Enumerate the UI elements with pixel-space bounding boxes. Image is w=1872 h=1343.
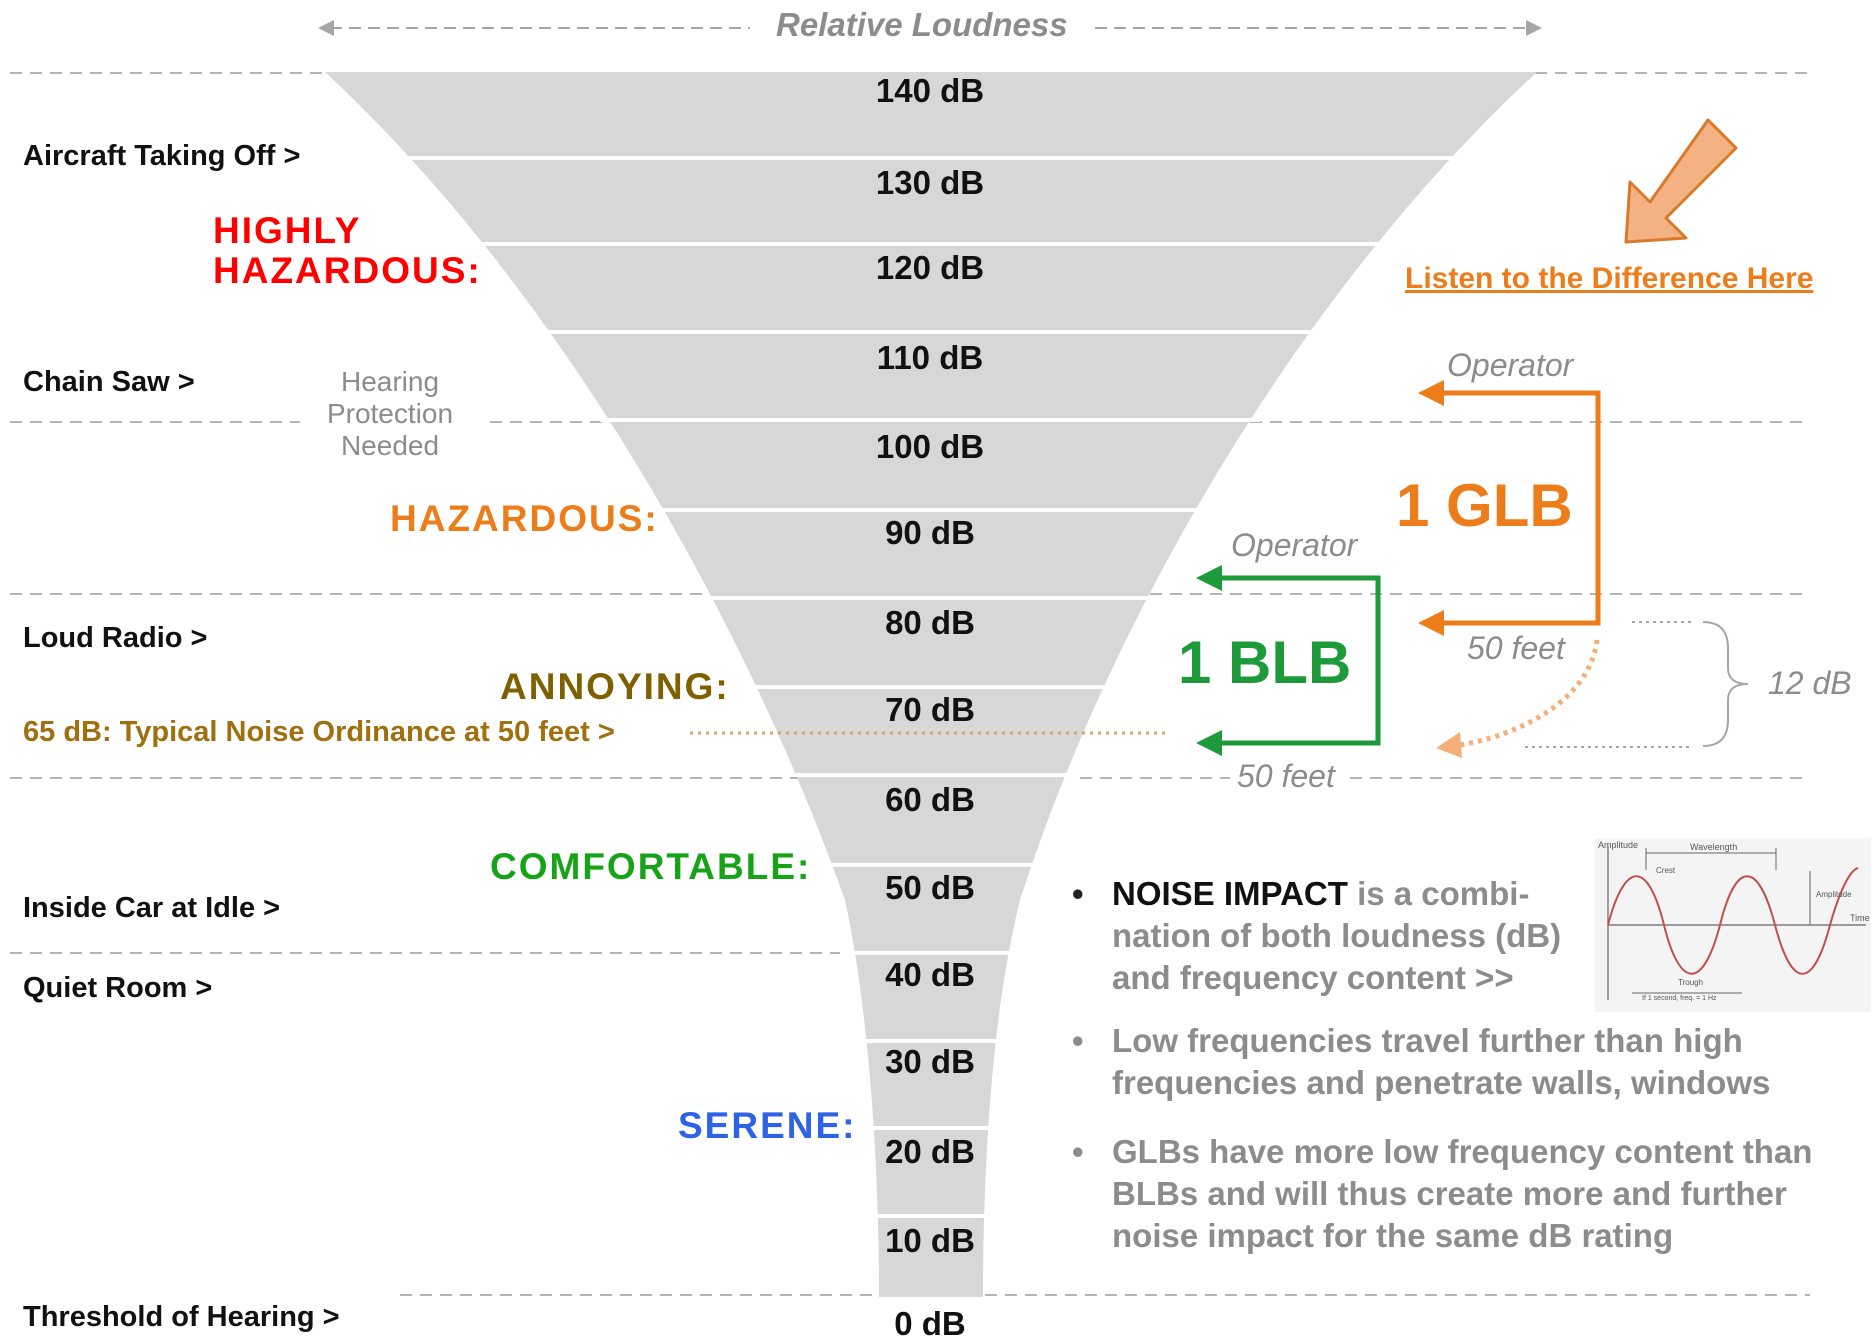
bullet-dot: • — [1072, 1022, 1084, 1059]
glb-operator-label: Operator — [1447, 347, 1574, 383]
db-level-140: 140 dB — [875, 72, 985, 109]
blb-label: 1 BLB — [1178, 629, 1352, 696]
noise-ordinance-label: 65 dB: Typical Noise Ordinance at 50 fee… — [23, 716, 615, 748]
difference-label: 12 dB — [1768, 665, 1852, 701]
waveform-graphic — [1595, 838, 1871, 1012]
db-level-10: 10 dB — [885, 1222, 975, 1259]
glb-propagation-arrowhead — [1436, 732, 1462, 758]
db-level-40: 40 dB — [885, 956, 975, 993]
db-level-70: 70 dB — [885, 691, 975, 728]
bullet-glb-impact: • GLBs have more low frequency content t… — [1072, 1131, 1852, 1257]
glb-label: 1 GLB — [1396, 472, 1573, 539]
source-car: Inside Car at Idle > — [23, 892, 281, 924]
blb-distance-label: 50 feet — [1237, 758, 1335, 794]
bullet-noise-impact: • NOISE IMPACT is a combi- nation of bot… — [1072, 873, 1592, 999]
difference-brace — [1525, 621, 1749, 748]
bullet3-line3: noise impact for the same dB rating — [1112, 1217, 1674, 1254]
db-level-80: 80 dB — [885, 604, 975, 641]
db-level-60: 60 dB — [885, 781, 975, 818]
db-level-100: 100 dB — [875, 428, 985, 465]
source-aircraft: Aircraft Taking Off > — [23, 140, 301, 172]
blb-bracket — [1220, 575, 1381, 746]
source-threshold: Threshold of Hearing > — [23, 1301, 340, 1333]
glb-arrowhead-bottom — [1418, 610, 1444, 636]
db-level-120: 120 dB — [875, 249, 985, 286]
listen-pointer-arrow-fill — [1624, 118, 1738, 244]
bullet1-line3: and frequency content >> — [1112, 959, 1514, 996]
wave-note: If 1 second, freq. = 1 Hz — [1642, 995, 1717, 1002]
db-level-20: 20 dB — [885, 1133, 975, 1170]
blb-operator-label: Operator — [1231, 527, 1358, 563]
noise-impact-strong: NOISE IMPACT — [1112, 875, 1348, 912]
glb-bracket — [1440, 390, 1601, 626]
zone-comfortable: COMFORTABLE: — [490, 846, 812, 887]
wave-amplitude-label: Amplitude — [1598, 840, 1639, 850]
wave-time-label: Time — [1850, 913, 1870, 923]
bullet1-line2: nation of both loudness (dB) — [1112, 917, 1562, 954]
zone-highly-hazardous-line1: HIGHLY — [213, 210, 362, 251]
hearing-protection-line1: Hearing — [340, 366, 440, 397]
bullet2-line1: Low frequencies travel further than high — [1112, 1022, 1743, 1059]
hearing-protection-note: Hearing Protection Needed — [300, 366, 480, 462]
db-level-50: 50 dB — [885, 869, 975, 906]
wave-amplitude-right-label: Amplitude — [1816, 890, 1852, 899]
glb-propagation-arrow — [1459, 639, 1600, 748]
wave-crest-label: Crest — [1656, 866, 1676, 875]
relative-loudness-title: Relative Loudness — [776, 6, 1068, 43]
wave-trough-label: Trough — [1678, 978, 1704, 987]
bullet-dot: • — [1072, 1133, 1084, 1170]
bullet3-line2: BLBs and will thus create more and furth… — [1112, 1175, 1787, 1212]
db-level-0: 0 dB — [894, 1305, 966, 1342]
loudness-funnel — [325, 72, 1537, 1297]
relative-loudness-arrow — [318, 20, 1542, 36]
bullet2-line2: frequencies and penetrate walls, windows — [1112, 1064, 1771, 1101]
source-chainsaw: Chain Saw > — [23, 366, 195, 398]
bullet-low-frequencies: • Low frequencies travel further than hi… — [1072, 1020, 1852, 1104]
bullet3-line1: GLBs have more low frequency content tha… — [1112, 1133, 1813, 1170]
listen-difference-link[interactable]: Listen to the Difference Here — [1405, 262, 1814, 295]
source-quiet-room: Quiet Room > — [23, 972, 213, 1004]
funnel-bands — [380, 156, 1480, 1218]
blb-arrowhead-top — [1196, 565, 1222, 591]
glb-distance-label: 50 feet — [1467, 630, 1565, 666]
bullet1-line1: is a combi- — [1347, 875, 1530, 912]
zone-annoying: ANNOYING: — [500, 666, 730, 707]
db-level-130: 130 dB — [875, 164, 985, 201]
zone-serene: SERENE: — [678, 1105, 857, 1146]
hearing-protection-line3: Needed — [340, 430, 440, 461]
bullet-dot: • — [1072, 875, 1084, 912]
zone-hazardous: HAZARDOUS: — [390, 498, 659, 539]
db-level-110: 110 dB — [876, 339, 984, 376]
hearing-protection-line2: Protection — [326, 398, 454, 429]
source-radio: Loud Radio > — [23, 622, 208, 654]
zone-highly-hazardous-line2: HAZARDOUS: — [213, 250, 482, 291]
separator-lines — [10, 72, 1810, 1296]
db-level-90: 90 dB — [885, 514, 975, 551]
db-level-30: 30 dB — [885, 1043, 975, 1080]
wave-wavelength-label: Wavelength — [1690, 842, 1738, 852]
blb-arrowhead-bottom — [1196, 730, 1222, 756]
glb-arrowhead-top — [1418, 380, 1444, 406]
